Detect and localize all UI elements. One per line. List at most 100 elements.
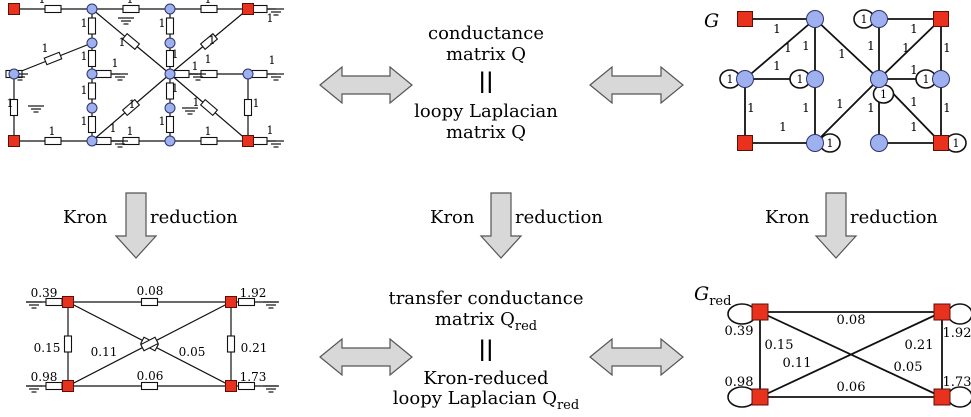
resistor (87, 82, 97, 100)
resistor (121, 32, 141, 51)
resistor (122, 4, 140, 14)
interior-node (932, 70, 950, 88)
weight-label: 1 (267, 124, 274, 137)
weight-label: 1 (253, 97, 260, 110)
edge-weight-label: 1 (836, 97, 844, 111)
edge-weight-label: 1 (910, 95, 918, 109)
weight-label: 0.98 (31, 370, 58, 384)
weight-label: 1 (112, 57, 119, 70)
edge-weight-label: 1 (838, 47, 846, 61)
terminal-node (8, 135, 20, 147)
self-loop-weight-label: 1 (923, 73, 930, 86)
edge-weight-label: 1 (910, 120, 918, 134)
terminal-node (62, 380, 74, 392)
center-top-line1: conductance (428, 23, 544, 44)
center-bottom-text: transfer conductance matrix Qred || Kron… (388, 288, 583, 413)
weight-label: 0.08 (137, 284, 164, 298)
terminal-node (8, 3, 20, 15)
terminal-node (933, 388, 951, 406)
weight-label: 1 (81, 17, 88, 30)
kron-reduction-label-1: reduction (150, 207, 238, 228)
weight-label: 0.05 (179, 345, 206, 359)
resistor (237, 381, 256, 391)
self-loop (947, 386, 971, 408)
weight-label: 1 (129, 98, 136, 111)
interior-node (870, 10, 888, 28)
kron-label-left-2: Kron (430, 207, 475, 228)
wire (814, 18, 880, 80)
edge-weight-label: 1 (910, 22, 918, 36)
terminal-node (737, 135, 753, 151)
edge-weight-label: 1 (747, 101, 755, 115)
weight-label: 1 (192, 60, 199, 73)
weight-label: 1 (159, 115, 166, 128)
weight-label: 1 (193, 96, 200, 109)
resistor (140, 381, 159, 391)
edge-weight-label: 1 (779, 120, 787, 134)
weight-label: 1 (49, 125, 56, 138)
interior-node (164, 3, 176, 15)
weight-label: 1 (110, 122, 117, 135)
weight-label: 1 (81, 84, 88, 97)
weight-label: 1 (127, 0, 134, 6)
graph-g-red-label: Gred (694, 283, 731, 309)
resistor (165, 49, 175, 68)
self-loop-weight-label: 0.98 (725, 375, 754, 390)
self-loop-weight-label: 1 (797, 73, 804, 86)
weight-label: 1 (39, 0, 46, 6)
resistor (87, 17, 97, 35)
resistor (140, 336, 159, 352)
weight-label: 0.06 (137, 369, 164, 383)
terminal-node (933, 135, 949, 151)
weight-label: 1 (205, 125, 212, 138)
ground-icon (263, 301, 279, 309)
self-loop-weight-label: 1 (861, 13, 868, 26)
edge-weight-label: 1 (802, 101, 810, 115)
interior-node (870, 70, 888, 88)
self-loop-weight-label: 1 (953, 137, 960, 150)
ground-icon (28, 105, 44, 113)
interior-node (736, 70, 754, 88)
edge-weight-label: 0.08 (837, 313, 866, 328)
kron-reduction-arrows (114, 192, 858, 259)
resistor (165, 17, 175, 35)
kron-reduction-label-3: reduction (850, 207, 938, 228)
graph-g-label: G (704, 10, 719, 32)
double-arrow-icon (319, 65, 413, 105)
weight-label: 1 (172, 48, 179, 61)
resistor (200, 136, 218, 146)
resistor (165, 82, 175, 100)
interior-node (86, 68, 98, 80)
edge-weight-label: 0.05 (894, 360, 923, 375)
weight-label: 0.11 (91, 345, 118, 359)
interior-node (806, 134, 824, 152)
center-top-line4: matrix Q (446, 122, 526, 143)
down-arrow-icon (479, 192, 523, 259)
ground-icon (26, 385, 42, 393)
edge-weight-label: 0.15 (765, 338, 794, 353)
interior-node (870, 134, 888, 152)
center-top-text: conductance matrix Q || loopy Laplacian … (414, 23, 558, 143)
terminal-node (242, 3, 254, 15)
edge-weight-label: 1 (773, 59, 781, 73)
center-top-line2: matrix Q (446, 44, 526, 65)
terminal-node (62, 296, 74, 308)
center-top-equals: || (478, 68, 493, 93)
weight-label: 1 (81, 115, 88, 128)
edge-weight-label: 1 (902, 41, 910, 55)
edge-weight-label: 0.21 (905, 338, 934, 353)
interior-node (242, 68, 254, 80)
ground-icon (268, 140, 284, 148)
resistor (237, 297, 256, 307)
ground-icon (26, 301, 42, 309)
ground-icon (263, 385, 279, 393)
center-bottom-line2: matrix Qred (435, 309, 537, 334)
ground-icon (118, 17, 134, 25)
self-loop-weight-label: 1 (727, 73, 734, 86)
resistor (87, 49, 97, 68)
weight-label: 1 (269, 54, 276, 67)
interior-node (164, 135, 176, 147)
